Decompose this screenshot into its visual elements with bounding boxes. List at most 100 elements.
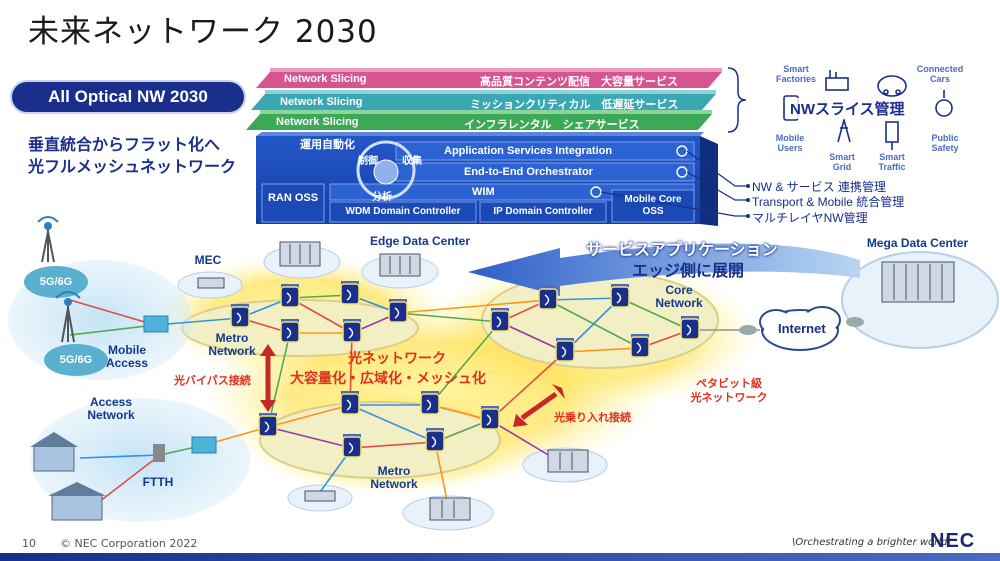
cell-cloud-1 — [24, 266, 88, 298]
slice-service-2: ミッションクリティカル 低遅延サービス — [470, 99, 679, 111]
metro-bottom-plate — [259, 401, 501, 479]
dc-server-bottom-right — [547, 449, 589, 473]
cell-cloud-2 — [44, 344, 108, 376]
all-optical-badge: All Optical NW 2030 — [12, 82, 244, 112]
service-arrow — [468, 243, 860, 296]
nec-logo: NEC — [930, 530, 976, 552]
mgmt-line-2 — [686, 171, 748, 201]
optical-transfer-label: 光乗り入れ接続 — [554, 412, 631, 424]
router-node — [420, 391, 440, 415]
router-node — [425, 428, 445, 452]
ran-oss-box — [261, 183, 325, 223]
optical-features-label: 大容量化・広域化・メッシュ化 — [290, 370, 486, 386]
slice-service-3: インフラレンタル シェアサービス — [464, 119, 640, 131]
cell-label-1: 5G/6G — [39, 276, 73, 288]
page-title: 未来ネットワーク 2030 — [28, 14, 378, 50]
factory-icon — [825, 70, 849, 91]
connected-cars-label: Connected Cars — [916, 64, 964, 84]
ftth-switch — [191, 436, 217, 454]
mgmt-note-1: NW & サービス 連携管理 — [752, 180, 886, 194]
slice-band-2 — [251, 94, 716, 110]
router-node — [340, 391, 360, 415]
slice-band-3 — [246, 114, 712, 130]
mobile-access-label: Mobile Access — [105, 343, 149, 370]
dc-server-bottom — [429, 497, 471, 521]
copyright: © NEC Corporation 2022 — [60, 537, 198, 550]
slice-label-3: Network Slicing — [276, 116, 359, 128]
grid-icon — [837, 116, 851, 143]
router-node — [680, 316, 700, 340]
mgmt-line-3 — [600, 191, 748, 217]
subtitle-line-2: 光フルメッシュネットワーク — [28, 157, 237, 176]
house-icon-1 — [30, 432, 78, 472]
wdm-box — [329, 201, 477, 223]
ip-box — [479, 201, 607, 223]
mgmt-line-1 — [686, 150, 748, 187]
slice-service-1: 高品質コンテンツ配信 大容量サービス — [480, 76, 678, 88]
automation-analyze: 分析 — [372, 192, 392, 203]
access-network-label: Access Network — [87, 395, 135, 422]
slice-band-3-top — [260, 110, 712, 114]
bottom-left-device — [304, 490, 336, 502]
app-bar — [395, 141, 695, 161]
router-node — [480, 406, 500, 430]
router-node — [610, 284, 630, 308]
ran-oss-label: RAN OSS — [267, 192, 319, 204]
smart-grid-label: Smart Grid — [829, 152, 855, 172]
mega-dc-server — [881, 261, 955, 303]
router-node — [538, 286, 558, 310]
mgmt-note-3: マルチレイヤNW管理 — [752, 211, 868, 225]
edge-deploy-label: エッジ側に展開 — [632, 263, 745, 280]
router-node — [340, 281, 360, 305]
page-number: 10 — [22, 537, 36, 550]
transfer-arrow — [513, 384, 565, 427]
mec-label: MEC — [194, 253, 222, 267]
mega-dc-label: Mega Data Center — [866, 236, 969, 250]
e2e-orchestrator-label: End-to-End Orchestrator — [464, 166, 593, 178]
router-nodes — [230, 281, 700, 458]
router-node — [490, 308, 510, 332]
core-network-label: Core Network — [655, 283, 703, 310]
bypass-arrow — [260, 344, 276, 412]
slice-band-1-top — [270, 68, 722, 72]
orchestration-side — [700, 136, 718, 226]
slice-brace — [727, 67, 747, 133]
public-safety-label: Public Safety — [931, 133, 959, 153]
edge-dc-server-1 — [279, 241, 321, 267]
slice-label-2: Network Slicing — [280, 96, 363, 108]
car-icon — [877, 75, 907, 97]
smart-traffic-label: Smart Traffic — [878, 152, 906, 172]
wim-label: WIM — [472, 186, 495, 198]
traffic-icon — [885, 121, 899, 150]
ftth-label: FTTH — [142, 475, 174, 489]
router-node — [342, 434, 362, 458]
router-node — [258, 413, 278, 437]
building-icon — [48, 482, 106, 521]
optical-bypass-label: 光バイパス接続 — [174, 375, 251, 387]
ip-controller-label: IP Domain Controller — [493, 206, 593, 217]
router-node — [342, 319, 362, 343]
metro-network-top-label: Metro Network — [208, 331, 256, 358]
edge-dc-label: Edge Data Center — [369, 234, 471, 248]
service-app-label: サービスアプリケーション — [586, 242, 778, 259]
automation-loop — [356, 140, 416, 200]
router-node — [630, 334, 650, 358]
slice-label-1: Network Slicing — [284, 73, 367, 85]
router-node — [555, 338, 575, 362]
automation-control: 制御 — [358, 156, 378, 167]
metro-network-bottom-label: Metro Network — [370, 464, 418, 491]
internet-cloud — [739, 306, 864, 351]
slogan: \Orchestrating a brighter world — [792, 537, 948, 548]
safety-icon — [935, 90, 953, 117]
router-node — [280, 284, 300, 308]
slice-band-1 — [256, 72, 722, 88]
wdm-controller-label: WDM Domain Controller — [345, 206, 461, 217]
subtitle-line-1: 垂直統合からフラット化へ — [28, 135, 221, 154]
optical-nw-label: 光ネットワーク — [348, 350, 446, 366]
mec-device — [197, 277, 225, 289]
slice-band-2-top — [265, 90, 716, 94]
mgmt-note-2: Transport & Mobile 統合管理 — [752, 195, 905, 209]
bottom-bar — [0, 553, 1000, 561]
automation-title: 運用自動化 — [300, 139, 355, 151]
app-services-label: Application Services Integration — [444, 145, 613, 157]
